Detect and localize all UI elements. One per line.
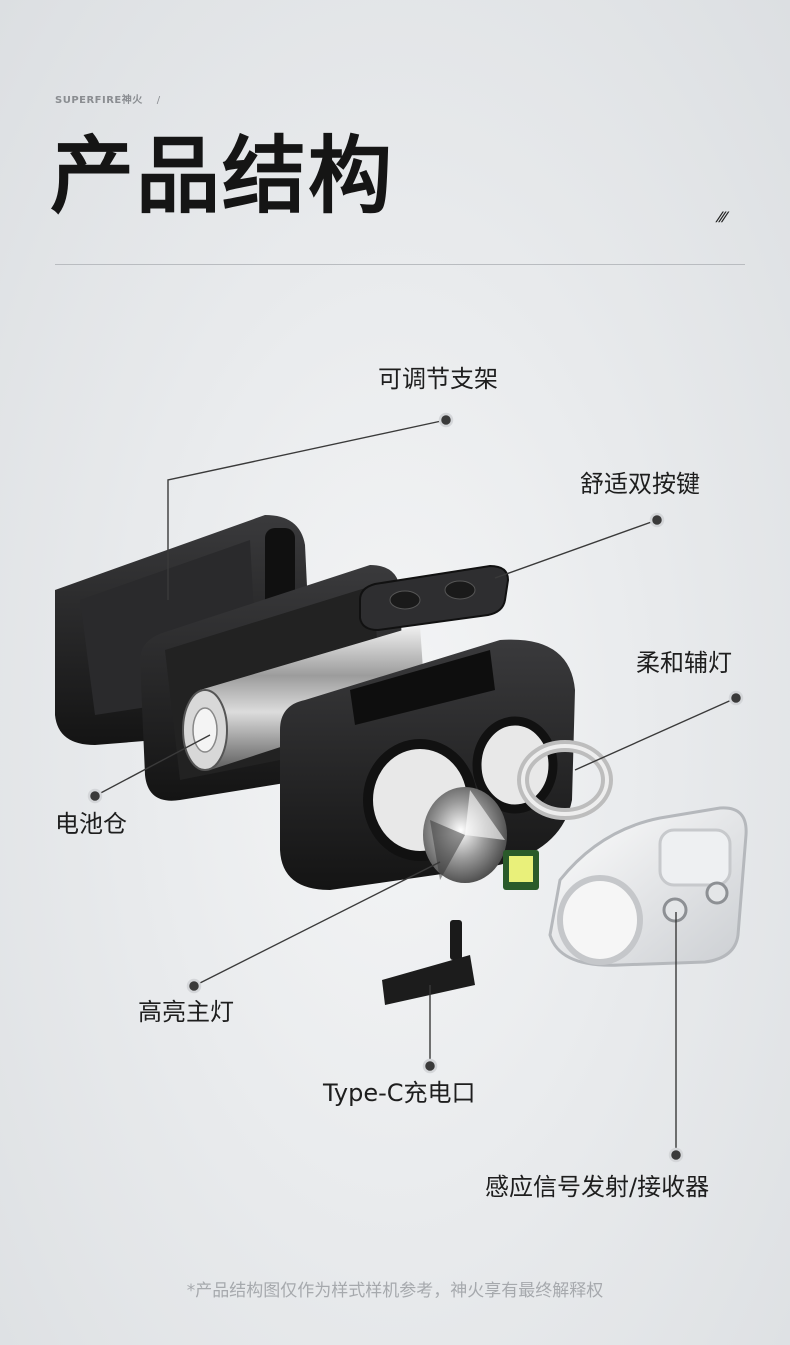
led-chip-part	[503, 850, 539, 890]
leader-dot-sensor	[668, 1147, 684, 1163]
label-adjustable-bracket: 可调节支架	[378, 365, 498, 393]
leader-line-main-light	[193, 861, 441, 987]
label-dual-buttons: 舒适双按键	[580, 470, 700, 498]
brand-name: SUPERFIRE神火	[55, 95, 143, 106]
label-battery-compartment: 电池仓	[55, 810, 127, 838]
label-sensor: 感应信号发射/接收器	[485, 1173, 710, 1201]
leader-line-bracket	[167, 419, 447, 600]
aux-light-ring-part	[517, 740, 613, 820]
label-main-light: 高亮主灯	[138, 998, 234, 1026]
clear-lens-part	[548, 806, 748, 967]
leader-line-aux-light	[574, 697, 737, 771]
brand-logo: SUPERFIRE神火 /	[55, 91, 161, 106]
leader-dot-main-light	[186, 978, 202, 994]
page-title: 产品结构	[50, 127, 395, 225]
leader-dot-battery	[87, 788, 103, 804]
main-reflector-part	[423, 787, 507, 883]
disclaimer-footnote: *产品结构图仅作为样式样机参考，神火享有最终解释权	[186, 1281, 604, 1301]
leader-line-buttons	[494, 519, 658, 579]
label-charging-port: Type-C充电口	[323, 1079, 476, 1107]
leader-line-battery	[94, 734, 211, 797]
leader-dot-buttons	[649, 512, 665, 528]
leader-dot-bracket	[438, 412, 454, 428]
charging-port-part	[382, 920, 475, 1005]
label-soft-aux-light: 柔和辅灯	[636, 649, 732, 677]
leader-dot-charging-port	[422, 1058, 438, 1074]
header-divider	[55, 264, 745, 265]
brand-separator: /	[156, 95, 161, 106]
leader-dot-aux-light	[728, 690, 744, 706]
dual-button-part	[359, 564, 510, 632]
